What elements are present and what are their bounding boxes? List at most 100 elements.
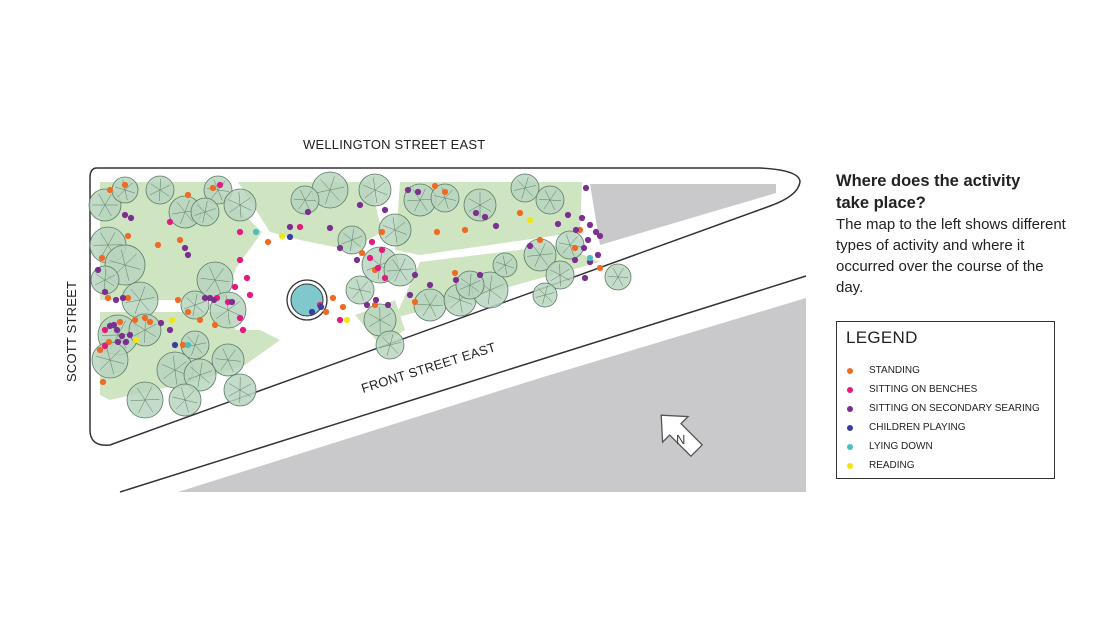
tree-branch — [214, 279, 221, 294]
tree-branch — [209, 266, 216, 281]
tree-branch — [304, 199, 310, 211]
tree-branch — [194, 293, 198, 306]
tree-branch — [382, 225, 396, 231]
activity-dot-standing — [98, 254, 106, 262]
activity-dot-secondary — [596, 232, 604, 240]
activity-dot-secondary — [166, 326, 174, 334]
tree-branch — [304, 190, 312, 201]
tree-branch — [109, 359, 114, 374]
tree-branch — [222, 348, 229, 361]
tree-branch — [489, 289, 502, 299]
tree-branch — [419, 188, 426, 201]
tree-branch — [117, 320, 126, 336]
activity-dot-standing — [131, 316, 139, 324]
tree-branch — [239, 383, 252, 391]
activity-dot-secondary — [578, 214, 586, 222]
tree-branch — [194, 342, 207, 346]
tree-branch — [184, 399, 198, 404]
activity-dot-secondary — [586, 221, 594, 229]
activity-dot-benches — [236, 314, 244, 322]
tree-branch — [429, 294, 438, 306]
tree-branch — [104, 268, 106, 281]
activity-dot-secondary — [353, 256, 361, 264]
legend-item-benches: SITTING ON BENCHES — [847, 380, 1040, 399]
activity-dot-secondary — [356, 201, 364, 209]
tree-branch — [184, 211, 194, 223]
tree-branch — [216, 309, 229, 319]
tree-branch — [468, 204, 481, 212]
activity-dot-secondary — [554, 220, 562, 228]
activity-dot-secondary — [572, 226, 580, 234]
activity-dot-secondary — [210, 296, 218, 304]
tree-branch — [227, 309, 242, 317]
activity-dot-secondary — [127, 214, 135, 222]
tree-branch — [374, 189, 387, 196]
tree-branch — [238, 192, 241, 206]
tree-branch — [214, 303, 229, 311]
tree-branch — [542, 294, 546, 305]
tree-branch — [199, 370, 213, 376]
tree-branch — [210, 189, 219, 199]
tree-branch — [228, 199, 241, 206]
activity-dot-reading — [132, 336, 140, 344]
activity-dot-benches — [366, 254, 374, 262]
tree-branch — [192, 304, 196, 317]
tree-branch — [174, 369, 178, 385]
tree-branch — [469, 284, 480, 292]
tree-branch — [298, 199, 306, 210]
tree-branch — [387, 269, 401, 272]
tree-branch — [227, 359, 241, 362]
legend-title: LEGEND — [846, 328, 918, 347]
tree-branch — [239, 204, 252, 211]
tree-branch — [202, 211, 206, 224]
tree-branch — [158, 189, 161, 202]
description-title: Where does the activity take place? — [836, 172, 1021, 212]
tree-branch — [217, 189, 230, 192]
tree-branch — [95, 273, 106, 281]
activity-dot-standing — [264, 238, 272, 246]
tree-branch — [194, 301, 206, 306]
activity-dot-secondary — [452, 276, 460, 284]
tree-branch — [459, 299, 473, 305]
tree-branch — [139, 299, 150, 312]
tree-branch — [521, 187, 526, 199]
activity-dot-secondary — [406, 291, 414, 299]
tree-branch — [487, 289, 491, 305]
tree-branch — [159, 178, 162, 191]
tree-branch — [538, 288, 546, 296]
tree-branch — [392, 259, 401, 271]
activity-dot-secondary — [594, 251, 602, 259]
tree-branch — [559, 268, 570, 276]
activity-dot-secondary — [121, 211, 129, 219]
activity-dot-standing — [433, 228, 441, 236]
activity-dot-secondary — [122, 338, 130, 346]
activity-dot-secondary — [411, 271, 419, 279]
tree-branch — [227, 359, 234, 372]
tree-branch — [150, 183, 161, 191]
tree-branch — [138, 399, 146, 413]
legend-swatch-secondary — [847, 405, 853, 412]
tree-branch — [215, 358, 229, 361]
tree-branch — [389, 342, 401, 346]
tree-branch — [104, 279, 115, 287]
legend-label: SITTING ON SECONDARY SEARING — [869, 403, 1040, 414]
tree-branch — [159, 189, 170, 197]
tree-branch — [524, 187, 533, 197]
activity-dot-standing — [451, 269, 459, 277]
tree-branch — [479, 198, 492, 206]
tree-branch — [514, 187, 526, 191]
activity-dot-secondary — [526, 242, 534, 250]
activity-dot-standing — [358, 249, 366, 257]
tree-branch — [217, 189, 223, 201]
tree-branch — [407, 199, 421, 202]
activity-dot-secondary — [126, 331, 134, 339]
activity-dot-standing — [106, 186, 114, 194]
activity-dot-secondary — [112, 296, 120, 304]
tree-branch — [96, 356, 111, 361]
legend-label: SITTING ON BENCHES — [869, 384, 978, 395]
activity-dot-secondary — [372, 296, 380, 304]
tree-branch — [414, 199, 421, 212]
tree-branch — [394, 229, 398, 243]
activity-dot-children — [317, 303, 325, 311]
tree-branch — [204, 208, 216, 213]
